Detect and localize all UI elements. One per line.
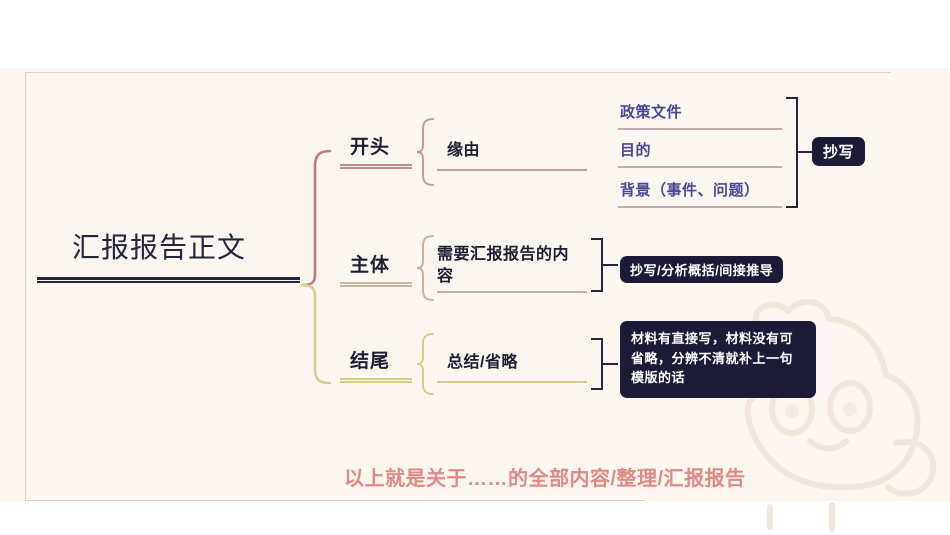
child-underline-zhuti-content: [437, 291, 587, 293]
card-frame: [25, 72, 891, 500]
child-label-zhuti-content: 需要汇报报告的内容: [437, 246, 570, 285]
child-label-yuanyou: 缘由: [447, 142, 481, 159]
branch-label-kaitou: 开头: [350, 137, 391, 158]
leaf-underline-background: [618, 206, 782, 208]
badge-kaitou: 抄写: [812, 137, 866, 166]
child-underline-jiewei-content: [437, 381, 587, 383]
badge-jiewei: 材料有直接写，材料没有可省略，分辨不清就补上一句模版的话: [620, 321, 816, 398]
leaf-label-purpose: 目的: [620, 142, 652, 159]
child-label-jiewei-content: 总结/省略: [447, 354, 518, 371]
leaf-label-background: 背景（事件、问题）: [620, 182, 760, 199]
branch-label-zhuti: 主体: [350, 255, 391, 276]
badge-zhuti: 抄写/分析概括/间接推导: [620, 256, 784, 283]
leaf-label-policy-document: 政策文件: [620, 104, 683, 121]
leaf-underline-policy-document: [618, 128, 782, 130]
branch-underline-zhuti: [340, 282, 412, 287]
branch-underline-jiewei: [340, 378, 412, 383]
branch-underline-kaitou: [340, 164, 412, 169]
branch-label-jiewei: 结尾: [350, 351, 391, 372]
root-node-label: 汇报报告正文: [72, 232, 247, 263]
child-underline-yuanyou: [437, 169, 587, 171]
footer-note: 以上就是关于……的全部内容/整理/汇报报告: [344, 468, 746, 490]
root-node-underline: [37, 277, 300, 283]
leaf-underline-purpose: [618, 166, 782, 168]
card-bottom-rule: [25, 500, 645, 501]
